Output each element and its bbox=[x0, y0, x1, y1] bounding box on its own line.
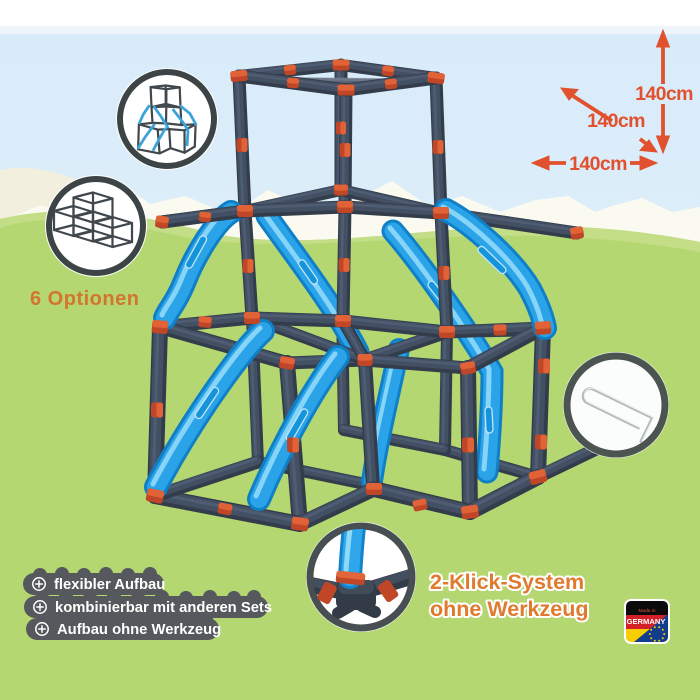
svg-text:2-Klick-System: 2-Klick-System bbox=[430, 570, 584, 594]
svg-text:140cm: 140cm bbox=[635, 83, 693, 105]
svg-text:2-Klick-System: 2-Klick-System bbox=[430, 570, 584, 594]
svg-text:6 Optionen: 6 Optionen bbox=[30, 288, 139, 310]
svg-text:140cm: 140cm bbox=[569, 153, 627, 175]
svg-text:flexibler Aufbau: flexibler Aufbau bbox=[54, 577, 165, 593]
svg-text:ohne Werkzeug: ohne Werkzeug bbox=[430, 597, 589, 621]
svg-text:Aufbau ohne Werkzeug: Aufbau ohne Werkzeug bbox=[57, 622, 221, 638]
svg-text:GERMANY: GERMANY bbox=[627, 617, 666, 626]
svg-text:kombinierbar mit anderen Sets: kombinierbar mit anderen Sets bbox=[55, 600, 272, 616]
svg-text:140cm: 140cm bbox=[587, 110, 645, 132]
svg-text:Made in: Made in bbox=[638, 608, 655, 614]
svg-text:ohne Werkzeug: ohne Werkzeug bbox=[430, 597, 589, 621]
